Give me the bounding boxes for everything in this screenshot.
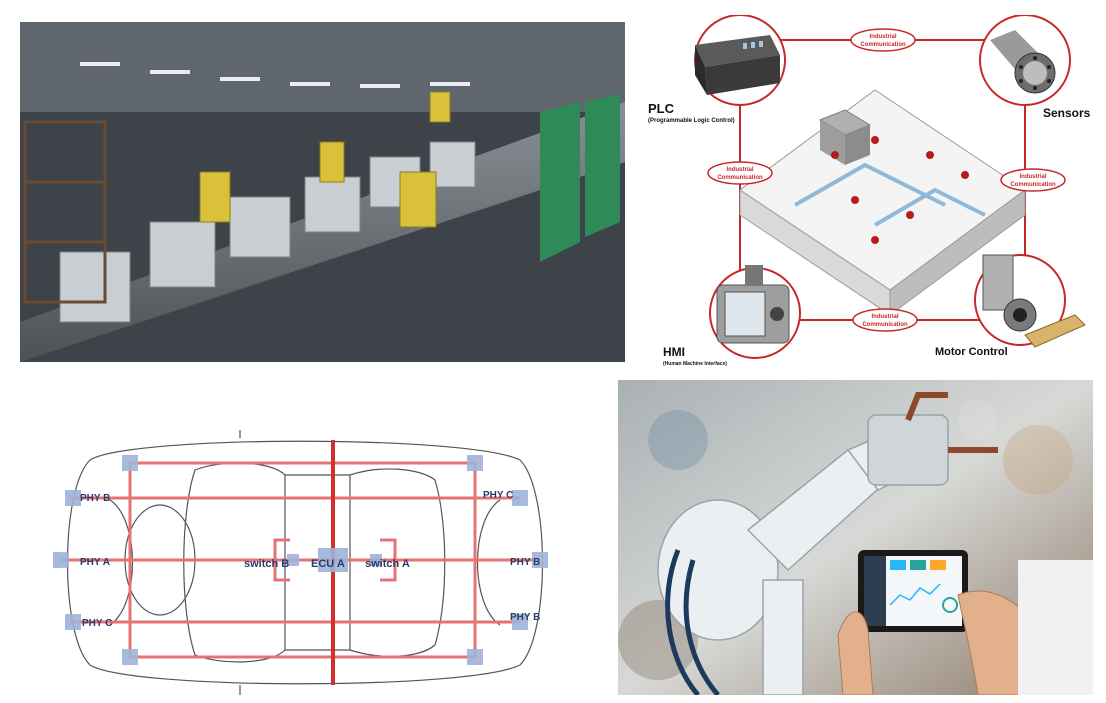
- comm-badge-bottom: Industrial Communication: [852, 308, 918, 332]
- label-switch-a: switch A: [365, 558, 410, 570]
- motor-icon: [982, 254, 1086, 348]
- plc-subtitle: (Programmable Logic Control): [648, 118, 735, 124]
- industrial-control-diagram: PLC (Programmable Logic Control) Sensors…: [645, 15, 1090, 375]
- car-network-diagram: PHY B PHY C PHY A switch B ECU A switch …: [50, 430, 555, 695]
- label-phy-b-top-left: PHY B: [80, 493, 110, 504]
- svg-text:Communication: Communication: [717, 175, 763, 181]
- label-phy-c-top-right: PHY C: [483, 490, 513, 501]
- tablet-robot-image: [618, 380, 1093, 695]
- plc-title: PLC: [648, 101, 675, 116]
- label-phy-a-left: PHY A: [80, 557, 110, 568]
- comm-badge-left: Industrial Communication: [707, 161, 773, 185]
- svg-text:Communication: Communication: [862, 322, 908, 328]
- tablet-device-icon: [858, 550, 968, 632]
- label-ecu-a: ECU A: [311, 558, 345, 570]
- plc-icon: [695, 35, 780, 95]
- sensor-icon: [990, 30, 1056, 94]
- plant-floor-icon: [739, 89, 1026, 316]
- svg-text:Industrial: Industrial: [869, 34, 896, 40]
- hmi-title: HMI: [663, 345, 685, 359]
- robot-assembly-line-icon: [20, 22, 625, 362]
- svg-text:Industrial: Industrial: [726, 167, 753, 173]
- svg-text:Communication: Communication: [1010, 182, 1056, 188]
- network-links: [60, 440, 540, 685]
- label-phy-b-bottom-right: PHY B: [510, 612, 540, 623]
- svg-text:Communication: Communication: [860, 42, 906, 48]
- comm-badge-top: Industrial Communication: [850, 28, 916, 52]
- label-switch-b: switch B: [244, 558, 289, 570]
- network-nodes: [53, 455, 548, 665]
- motor-control-title: Motor Control: [935, 346, 1008, 358]
- sensors-title: Sensors: [1043, 106, 1090, 120]
- label-phy-b-right: PHY B: [510, 557, 540, 568]
- svg-text:Industrial: Industrial: [1019, 174, 1046, 180]
- hmi-subtitle: (Human Machine Interface): [663, 361, 727, 367]
- hmi-icon: [716, 265, 790, 344]
- factory-assembly-line-image: [20, 22, 625, 362]
- svg-text:Industrial: Industrial: [871, 314, 898, 320]
- label-phy-c-bottom-left: PHY C: [82, 618, 112, 629]
- tablet-robot-icon: [618, 380, 1093, 695]
- comm-badge-right: Industrial Communication: [1000, 168, 1066, 192]
